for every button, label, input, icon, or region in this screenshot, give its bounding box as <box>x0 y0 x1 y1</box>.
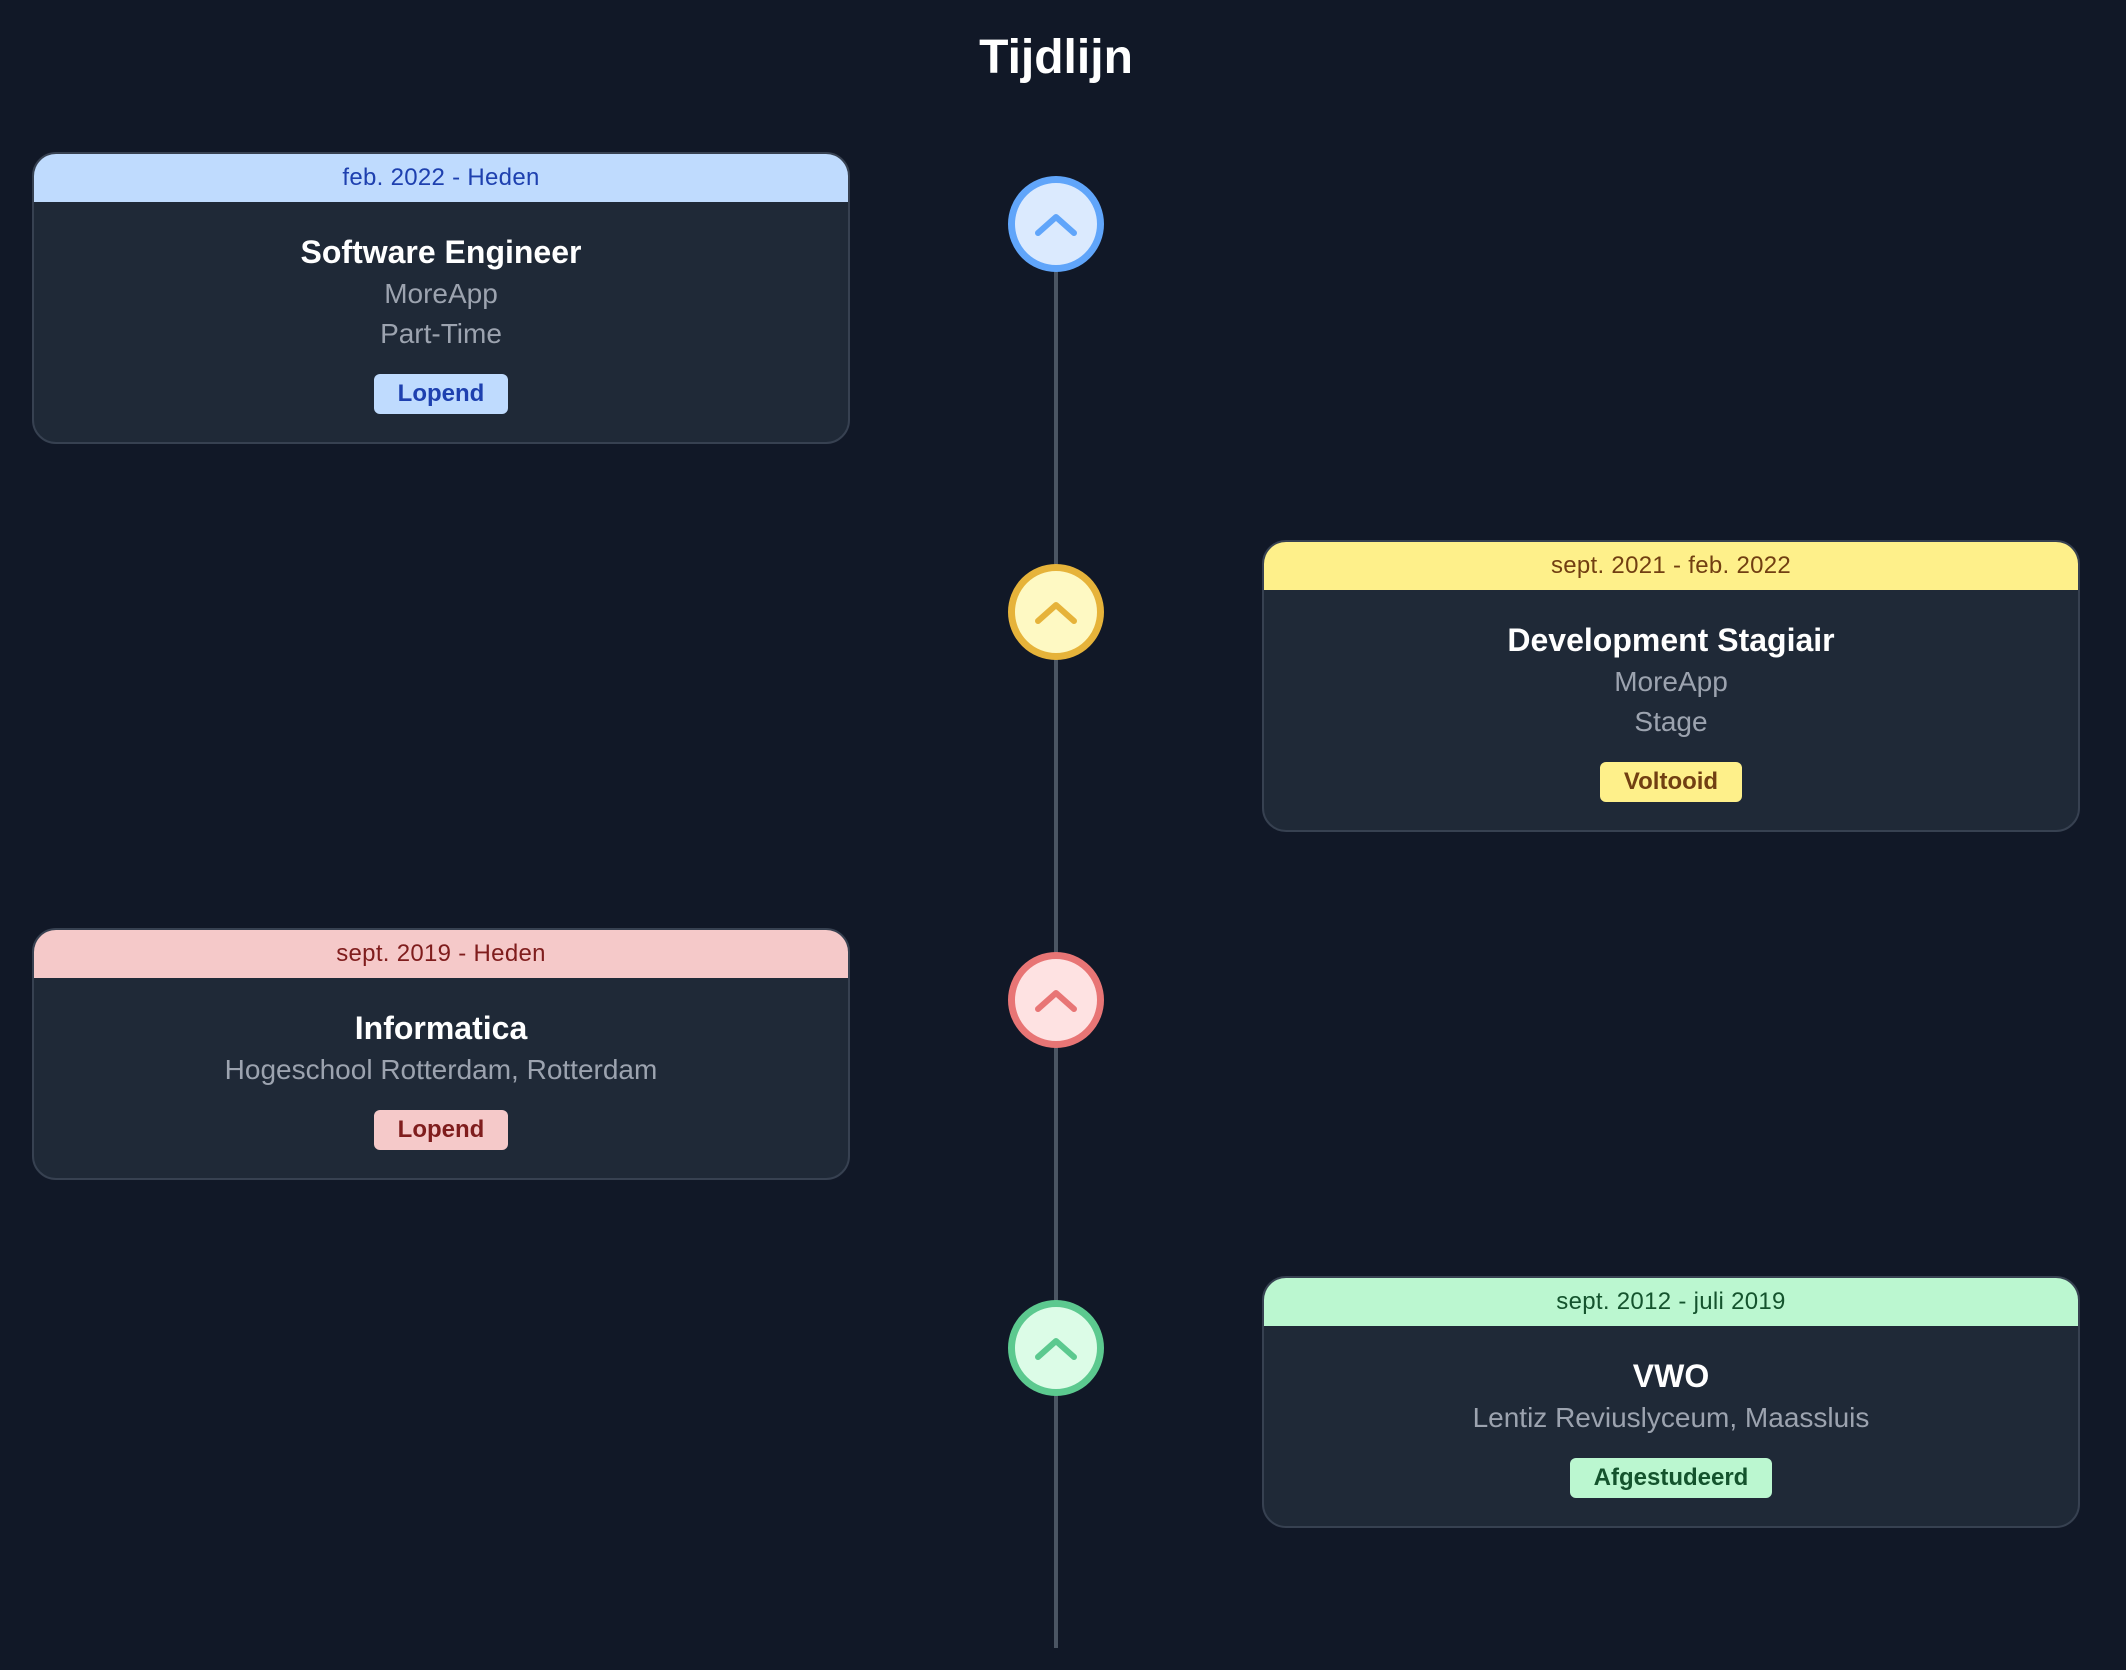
timeline-node-development-stagiair[interactable] <box>1008 564 1104 660</box>
card-title: Development Stagiair <box>1507 622 1835 658</box>
timeline-line <box>1054 224 1058 1648</box>
card-period: sept. 2012 - juli 2019 <box>1264 1278 2078 1326</box>
card-title: Informatica <box>354 1010 528 1046</box>
timeline-node-vwo[interactable] <box>1008 1300 1104 1396</box>
page-title: Tijdlijn <box>979 31 1133 84</box>
timeline-node-software-engineer[interactable] <box>1008 176 1104 272</box>
chevron-up-icon <box>1035 1338 1077 1360</box>
card-organization: MoreApp <box>384 278 498 309</box>
timeline-node-informatica[interactable] <box>1008 952 1104 1048</box>
timeline-card-informatica: sept. 2019 - Heden Informatica Hogeschoo… <box>32 928 850 1180</box>
card-detail: Stage <box>1634 706 1708 737</box>
card-period: sept. 2019 - Heden <box>34 930 848 978</box>
timeline-card-software-engineer: feb. 2022 - Heden Software Engineer More… <box>32 152 850 444</box>
card-title: VWO <box>1632 1358 1710 1394</box>
timeline-card-vwo: sept. 2012 - juli 2019 VWO Lentiz Revius… <box>1262 1276 2080 1528</box>
card-organization: Lentiz Reviuslyceum, Maassluis <box>1472 1402 1870 1433</box>
status-badge: Afgestudeerd <box>1569 1458 1773 1498</box>
status-badge: Lopend <box>373 374 509 414</box>
chevron-up-icon <box>1035 214 1077 236</box>
card-organization: MoreApp <box>1614 666 1728 697</box>
timeline-card-development-stagiair: sept. 2021 - feb. 2022 Development Stagi… <box>1262 540 2080 832</box>
card-organization: Hogeschool Rotterdam, Rotterdam <box>224 1054 658 1085</box>
card-period: sept. 2021 - feb. 2022 <box>1264 542 2078 590</box>
chevron-up-icon <box>1035 602 1077 624</box>
card-period: feb. 2022 - Heden <box>34 154 848 202</box>
card-detail: Part-Time <box>380 318 502 349</box>
chevron-up-icon <box>1035 990 1077 1012</box>
status-badge: Voltooid <box>1599 762 1743 802</box>
status-badge: Lopend <box>373 1110 509 1150</box>
card-title: Software Engineer <box>300 234 582 270</box>
